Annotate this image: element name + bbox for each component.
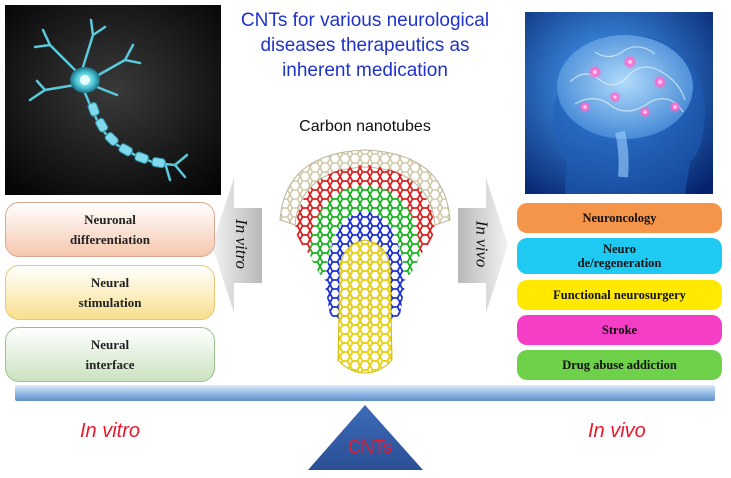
in-vivo-arrow-label: In vivo [472, 220, 492, 268]
box-line: Stroke [601, 323, 638, 337]
box-line: de/regeneration [577, 256, 662, 270]
carbon-nanotubes-label: Carbon nanotubes [299, 118, 431, 135]
box-line: Neuronal [84, 211, 136, 227]
title-line-2: diseases therapeutics as [260, 35, 470, 56]
box-stroke: Stroke [517, 315, 722, 345]
box-neuro-regeneration: Neuro de/regeneration [517, 238, 722, 274]
box-neuroncology: Neuroncology [517, 203, 722, 233]
carbon-nanotubes-image [279, 149, 451, 374]
box-line: Neural [90, 336, 130, 352]
in-vitro-arrow [212, 178, 262, 313]
box-neural-interface: Neural interface [5, 327, 215, 382]
balance-beam [15, 385, 715, 401]
title-line-3: inherent medication [282, 60, 448, 81]
box-line: Drug abuse addiction [562, 358, 677, 372]
box-line: differentiation [70, 231, 150, 247]
cnts-fulcrum [308, 405, 423, 470]
box-line: Functional neurosurgery [553, 288, 686, 302]
box-line: interface [85, 356, 135, 372]
box-neural-stimulation: Neural stimulation [5, 265, 215, 320]
box-line: Neural [90, 274, 130, 290]
brain-image [525, 12, 713, 194]
cnts-label: CNTs [348, 437, 392, 457]
box-line: Neuro [602, 242, 637, 256]
title-line-1: CNTs for various neurological [240, 10, 490, 31]
in-vitro-arrow-label: In vitro [231, 219, 251, 269]
in-vivo-arrow [458, 178, 508, 313]
box-line: Neuroncology [582, 211, 657, 225]
box-line: stimulation [78, 294, 142, 310]
in-vitro-label: In vitro [80, 420, 141, 442]
diagram-title: CNTs for various neurological diseases t… [200, 8, 530, 83]
box-functional-neurosurgery: Functional neurosurgery [517, 280, 722, 310]
neuron-image [5, 5, 221, 195]
box-drug-abuse-addiction: Drug abuse addiction [517, 350, 722, 380]
in-vivo-label: In vivo [588, 420, 646, 442]
box-neuronal-differentiation: Neuronal differentiation [5, 202, 215, 257]
